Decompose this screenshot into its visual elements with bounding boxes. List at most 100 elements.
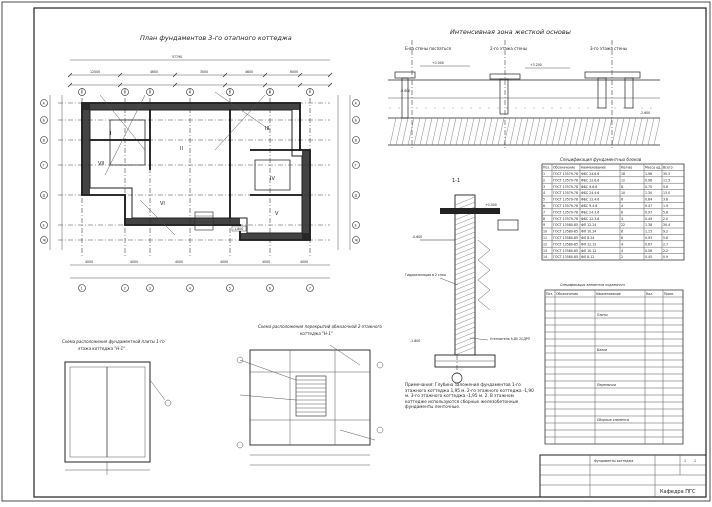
schedule-cell: 4: [543, 191, 545, 195]
schedule-cell: 11.5: [663, 178, 670, 182]
schedule-cell: 1.30: [645, 191, 652, 195]
schedule-cell: 5.6: [663, 185, 668, 189]
soil-section: Интенсивная зона жесткой основы Б-ва сте…: [388, 28, 661, 150]
schedule-cell: 1.38: [645, 223, 652, 227]
block-schedule: Спецификация фундаментных блоков Поз.Обо…: [541, 157, 685, 261]
schedule-cell: 8: [543, 217, 545, 221]
schedule-cell: 1.9: [663, 204, 668, 208]
schedule-cell: 12: [621, 178, 625, 182]
schedule-cell: ГОСТ 13580-85: [553, 236, 578, 240]
slab-schema-2: Схема расположения перекрытий обмазочной…: [236, 324, 384, 466]
room-label-6: VI: [160, 201, 165, 207]
schedule-cell: ФЛ 12.24: [581, 223, 596, 227]
schedule-cell: 1: [543, 172, 545, 176]
schedule-cell: ФБС 12.6.6: [581, 178, 599, 182]
axis-label-bottom: 3: [149, 287, 151, 291]
schedule-cell: 3.8: [663, 198, 668, 202]
schedule-cell: 0.49: [645, 217, 652, 221]
axis-label-right: В: [355, 138, 357, 142]
schedule-header-cell: Масса ед.: [645, 166, 661, 170]
dim-top-2: 4600: [150, 70, 158, 74]
frame-border: [33, 7, 707, 498]
schedule-header-cell: Наименование: [581, 166, 606, 170]
schedule-cell: 8: [621, 230, 623, 234]
spec2-section-label: Перемычки: [597, 383, 616, 387]
schedule-cell: ГОСТ 13580-85: [553, 255, 578, 259]
spec2-header-cell: Обозначение: [556, 292, 578, 296]
room-label-1: I: [110, 131, 111, 137]
stamp-title: Фундаменты коттеджа: [594, 459, 633, 463]
schedule-cell: 0.56: [645, 249, 652, 253]
plan-title: План фундаментов 3-го отапного коттеджа: [140, 34, 292, 42]
axis-label-right: Д: [355, 193, 358, 197]
section-11-mark-0: +0.000: [485, 203, 497, 207]
room-label-3: III: [265, 126, 269, 132]
dim-top-5: 6000: [290, 70, 298, 74]
schedule-cell: 6: [621, 236, 623, 240]
schedule-cell: 0.9: [663, 255, 668, 259]
axis-label-right: Б: [355, 118, 357, 122]
schedule-header-cell: Кол-во: [621, 166, 632, 170]
schedule-cell: 10: [543, 230, 547, 234]
schedule-cell: 4: [621, 204, 623, 208]
schedule-cell: 22: [621, 223, 625, 227]
schedule-cell: ГОСТ 13579-78: [553, 210, 578, 214]
schedule-cell: 0.93: [645, 236, 652, 240]
section-note-waterproof: Гидроизоляция в 2 слоя: [405, 273, 446, 277]
notes-block: Примечания: Глубина заложения фундаменто…: [405, 382, 534, 409]
schedule-cell: 13.0: [663, 191, 670, 195]
schedule-cell: 2: [543, 178, 545, 182]
schema1-title: Схема расположения фундаментной плиты 1-…: [62, 339, 165, 344]
axis-label-top: 3: [149, 91, 151, 95]
schedule-cell: 2: [621, 255, 623, 259]
schedule-cell: 10: [621, 191, 625, 195]
dim-bottom-0: 4000: [85, 260, 93, 264]
section-mark-4: +3.200: [530, 63, 542, 67]
schedule-cell: 5.8: [663, 210, 668, 214]
axis-label-left: Е: [43, 223, 45, 227]
schedule-cell: 6: [621, 198, 623, 202]
schedule-cell: 11: [543, 236, 547, 240]
schedule-cell: ГОСТ 13579-78: [553, 172, 578, 176]
schedule-cell: ГОСТ 13579-78: [553, 191, 578, 195]
schedule-cell: 1.96: [645, 172, 652, 176]
section-sub2: 2-го этажа стены: [490, 46, 527, 51]
schedule-cell: ФЛ 12.12: [581, 242, 596, 246]
stamp-sheet: 1: [684, 459, 686, 463]
schedule-cell: 18: [621, 172, 625, 176]
schedule-cell: ФБС 12.3.6: [581, 217, 599, 221]
axis-label-bottom: 1: [81, 287, 83, 291]
spec2-header-cell: Наименование: [596, 292, 621, 296]
spec2-section-label: Плиты: [597, 313, 608, 317]
axis-label-left: Д: [43, 193, 46, 197]
axis-label-right: Г: [355, 163, 357, 167]
schedule-cell: 6: [621, 210, 623, 214]
schedule-cell: ФЛ 10.12: [581, 249, 596, 253]
axis-label-bottom: 7: [309, 287, 311, 291]
section-note-insulation: Утеплитель h-80 2СДРП: [490, 337, 531, 341]
schedule-cell: ФЛ 8.12: [581, 255, 594, 259]
axis-label-bottom: 4: [189, 287, 191, 291]
schedule-cell: 6: [543, 204, 545, 208]
section-1-1-title: 1-1: [452, 178, 460, 184]
schedule-cell: ФБС 9.6.6: [581, 185, 597, 189]
axis-label-right: Е: [355, 223, 357, 227]
plan-level-mark: -1.800: [233, 227, 243, 231]
room-label-5: V: [275, 211, 279, 217]
schedule-cell: 9: [543, 223, 545, 227]
schedule-cell: 4: [621, 217, 623, 221]
foundation-plan: 57790 12000 4600 3000 4600 6000 4000 400…: [40, 55, 360, 292]
room-label-4: IV: [270, 176, 275, 182]
schedule-cell: 5: [543, 198, 545, 202]
schedule-cell: 3: [543, 185, 545, 189]
axis-label-left: Ж: [43, 238, 47, 242]
spec2-header-cell: Кол.: [646, 292, 653, 296]
spec2-section-label: Балки: [597, 348, 607, 352]
spec2-header-cell: Прим.: [664, 292, 674, 296]
schedule-cell: 0.96: [645, 178, 652, 182]
schedule-cell: ГОСТ 13579-78: [553, 204, 578, 208]
section-title: Интенсивная зона жесткой основы: [450, 28, 571, 36]
axis-label-right: Ж: [355, 238, 359, 242]
